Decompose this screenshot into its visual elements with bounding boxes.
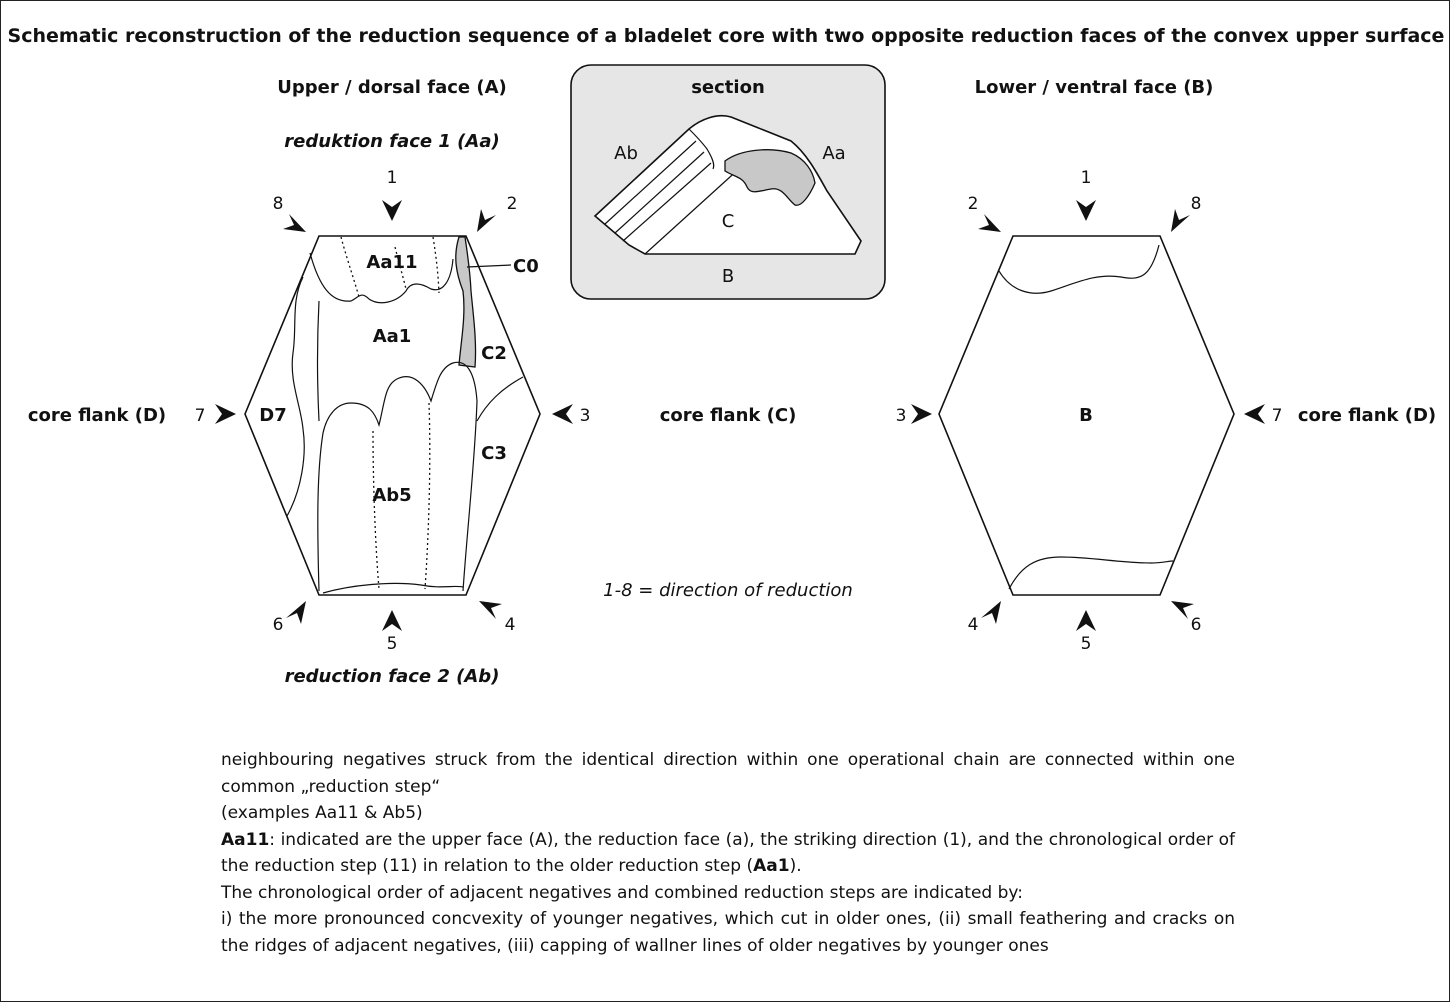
reduction-face-1-label: reduktion face 1 (Aa) — [284, 131, 499, 152]
section-group: section Ab Aa C B — [570, 64, 886, 300]
section-label-aa: Aa — [822, 143, 845, 164]
direction-legend: 1-8 = direction of reduction — [603, 580, 853, 601]
negative-d7-boundary — [286, 276, 305, 517]
label-c3: C3 — [481, 443, 507, 464]
ridge-aa11-mid — [394, 246, 407, 290]
upper-right-flank-label: core flank (C) — [660, 405, 797, 426]
lower-core-outline — [938, 235, 1235, 596]
label-aa11: Aa11 — [366, 252, 417, 273]
upper-arrow-6-icon — [286, 601, 306, 624]
caption-block: neighbouring negatives struck from the i… — [221, 747, 1235, 959]
lower-dir-3: 3 — [896, 406, 907, 426]
caption-para-5: i) the more pronounced concvexity of you… — [221, 909, 1235, 956]
lower-dir-5: 5 — [1081, 634, 1092, 654]
reduction-face-2-label: reduction face 2 (Ab) — [285, 666, 500, 687]
section-label-ab: Ab — [614, 143, 638, 164]
lower-face-heading: Lower / ventral face (B) — [975, 77, 1214, 98]
caption-para-3-text-a: : indicated are the upper face (A), the … — [221, 829, 1235, 877]
section-ab-scar-2 — [614, 151, 705, 234]
negative-ab5-top-edge — [317, 361, 478, 592]
lower-arrow-8-icon — [1171, 209, 1190, 232]
lower-arrow-4-icon — [981, 601, 1001, 624]
upper-dir-8: 8 — [273, 194, 284, 214]
upper-arrow-7-icon — [215, 404, 236, 424]
section-cortex-patch — [724, 149, 816, 206]
caption-para-4: The chronological order of adjacent nega… — [221, 882, 1023, 903]
lower-top-negative-edge — [998, 244, 1160, 294]
lower-arrow-7-icon — [1244, 404, 1265, 424]
lower-dir-8: 8 — [1191, 194, 1202, 214]
section-heading: section — [691, 77, 765, 98]
label-aa1: Aa1 — [373, 326, 412, 347]
lower-arrow-1-icon — [1076, 200, 1096, 221]
upper-dir-4: 4 — [505, 615, 516, 635]
upper-core-outline — [244, 235, 541, 596]
label-ab5: Ab5 — [372, 485, 411, 506]
lower-dir-7: 7 — [1272, 406, 1283, 426]
ridge-ab5-right — [424, 402, 431, 590]
cortex-c0-patch — [455, 236, 477, 368]
section-ab-scar-1 — [604, 140, 697, 225]
section-outline — [593, 114, 862, 255]
upper-dir-2: 2 — [507, 194, 518, 214]
caption-para-3: Aa11: indicated are the upper face (A), … — [221, 827, 1235, 880]
upper-arrow-4-icon — [479, 601, 502, 619]
figure-title: Schematic reconstruction of the reductio… — [8, 25, 1445, 47]
ridge-aa11-right — [432, 236, 440, 294]
lower-right-flank-label: core flank (D) — [1298, 405, 1436, 426]
lower-bottom-negative-edge — [1008, 556, 1174, 590]
upper-arrow-5-icon — [382, 610, 402, 631]
section-ab-scar-4 — [644, 166, 742, 255]
upper-face-heading: Upper / dorsal face (A) — [277, 77, 507, 98]
label-c2: C2 — [481, 343, 507, 364]
lower-dir-4: 4 — [968, 615, 979, 635]
upper-dir-3: 3 — [580, 406, 591, 426]
caption-para-2: (examples Aa11 & Ab5) — [221, 803, 423, 823]
caption-para-1: neighbouring negatives struck from the i… — [221, 750, 1235, 797]
lower-arrow-5-icon — [1076, 610, 1096, 631]
lower-arrow-2-icon — [978, 214, 1001, 232]
upper-dir-5: 5 — [387, 634, 398, 654]
label-d7: D7 — [259, 405, 286, 426]
label-c0: C0 — [513, 256, 539, 277]
upper-left-flank-label: core flank (D) — [28, 405, 166, 426]
upper-dir-1: 1 — [387, 168, 398, 188]
lower-arrow-6-icon — [1171, 601, 1194, 619]
lower-dir-2: 2 — [968, 194, 979, 214]
section-top-step — [688, 128, 715, 170]
negative-ab5-bottom-edge — [322, 582, 464, 594]
caption-term-aa1: Aa1 — [753, 856, 790, 876]
lower-label-b: B — [1079, 405, 1093, 426]
section-label-b: B — [722, 266, 734, 287]
upper-arrow-3-icon — [552, 404, 573, 424]
negative-aa1-left-edge — [316, 300, 320, 422]
lower-dir-1: 1 — [1081, 168, 1092, 188]
ridge-ab5-left — [372, 430, 380, 590]
lower-face-group: Lower / ventral face (B) B core flank (D… — [896, 77, 1437, 654]
upper-dir-6: 6 — [273, 615, 284, 635]
negative-c2-c3-boundary — [476, 376, 524, 422]
caption-term-aa11: Aa11 — [221, 829, 270, 850]
upper-arrow-1-icon — [382, 200, 402, 221]
lower-arrow-3-icon — [911, 404, 932, 424]
section-label-c: C — [722, 211, 735, 232]
upper-dir-7: 7 — [195, 406, 206, 426]
upper-face-group: Upper / dorsal face (A) reduktion face 1… — [28, 77, 796, 687]
upper-arrow-8-icon — [283, 214, 306, 232]
negative-aa11-boundary — [309, 252, 454, 304]
lower-dir-6: 6 — [1191, 615, 1202, 635]
ridge-aa11-left — [340, 236, 360, 298]
caption-para-3-text-b: ). — [789, 856, 802, 876]
upper-arrow-2-icon — [477, 209, 496, 232]
section-ab-scar-3 — [622, 162, 712, 242]
leader-c0 — [466, 264, 512, 268]
